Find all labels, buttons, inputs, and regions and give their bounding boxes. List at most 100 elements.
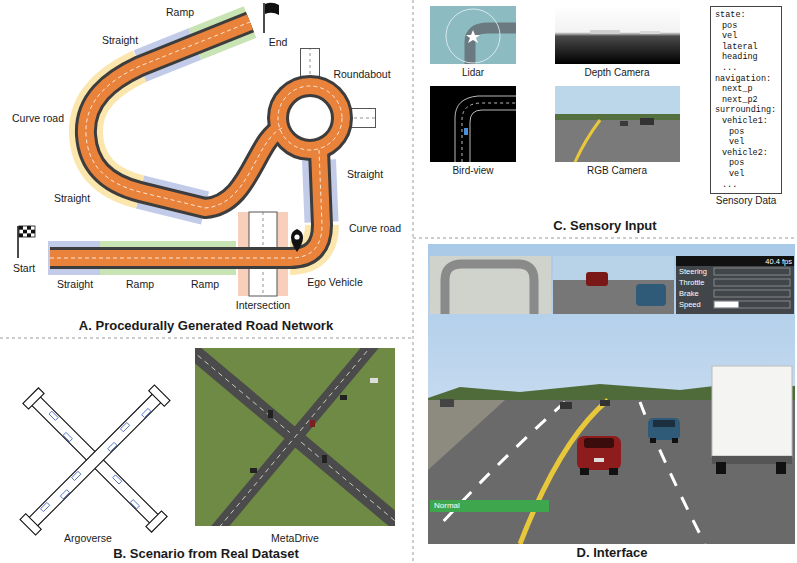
birdview-image [462,103,516,162]
argoverse-map [149,385,170,406]
metadrive-map [250,468,257,473]
segment-label: Straight [102,34,138,46]
image-label: Lidar [462,67,484,79]
hud-panel [715,302,739,308]
code-line: surrounding: [715,105,776,116]
start-flag [31,230,35,234]
rgb-camera-image [620,121,628,126]
image-label: RGB Camera [587,165,647,177]
image-label: Depth Camera [584,67,649,79]
depth-image [555,6,680,64]
blue-car [648,418,680,443]
flag-label: End [269,36,288,48]
argoverse-map [113,475,122,484]
image-label: MetaDrive [271,532,319,544]
panel-divider [0,338,413,339]
rgb-camera-image [555,86,680,162]
box-heading: Sensory Data [716,196,777,207]
camera-view [636,284,666,306]
metadrive-map [370,378,378,383]
argoverse-map [60,490,69,499]
start-flag [23,230,27,234]
metadrive-map [196,348,393,526]
image-label: Bird-view [452,165,493,177]
code-line: next_p2 [715,95,776,106]
hud-panel [714,279,790,286]
birdview-image [430,86,516,162]
blue-car [648,418,680,440]
rgb-camera-image [575,120,600,162]
metadrive-map [195,348,395,526]
blue-car [672,438,678,443]
minimap [430,256,551,314]
start-flag [19,233,23,237]
simulator-screenshot [560,402,572,409]
argoverse-map [41,405,151,515]
panel-caption: C. Sensory Input [553,219,656,234]
panel-divider [413,0,414,563]
camera-view [553,256,674,314]
end-flag [265,3,279,15]
location-pin [291,229,303,252]
segment-label: Curve road [349,222,401,234]
argoverse-map [20,385,170,535]
rgb-camera-image [640,118,654,125]
argoverse-map [23,388,44,409]
flag-label: Start [13,262,35,274]
ego-car [584,438,614,448]
end-flag [264,3,279,33]
simulator-screenshot [640,402,705,544]
ego-car [577,436,621,470]
segment-label: Curve road [12,112,64,124]
minimap [430,256,551,314]
metadrive-map [340,395,347,400]
hud-text: Speed [679,300,701,309]
pin-label: Ego Vehicle [307,276,362,288]
argoverse-map [120,423,129,432]
truck [776,462,786,474]
argoverse-map [142,408,151,417]
code-line: next_p [715,84,776,95]
simulator-screenshot [428,244,795,544]
code-line: vehicle2: [715,148,776,159]
code-line: pos [715,21,776,32]
depth-image [640,31,660,34]
segment-label: Roundabout [333,68,390,80]
depth-image [555,6,680,64]
argoverse-map [72,471,81,480]
road-network [278,86,342,150]
ego-car [577,436,621,475]
start-flag [27,233,31,237]
segment-label: Straight [54,192,90,204]
simulator-screenshot [428,244,795,544]
hud-panel [714,301,790,308]
birdview-image [455,96,516,162]
birdview-image [470,110,516,162]
rgb-camera-image [555,86,680,162]
code-line: pos [715,158,776,169]
code-line: vel [715,31,776,42]
road-network [18,3,376,296]
start-flag [27,226,31,230]
argoverse-map [41,502,50,511]
simulator-screenshot [520,400,608,544]
code-line: vel [715,137,776,148]
panel-caption: A. Procedurally Generated Road Network [79,319,333,334]
metadrive-map [322,455,327,463]
birdview-image [455,96,516,162]
segment-label: Straight [57,278,93,290]
road-network [50,22,376,258]
metadrive-map [268,410,273,418]
code-line: lateral [715,42,776,53]
argoverse-map [20,385,170,535]
image-label: Argoverse [64,532,112,544]
code-line: vel [715,169,776,180]
hud-panel [676,256,794,314]
camera-view [586,272,608,286]
road-network [86,22,282,208]
truck [716,462,726,474]
camera-view [553,280,674,314]
hud-panel [714,268,790,275]
